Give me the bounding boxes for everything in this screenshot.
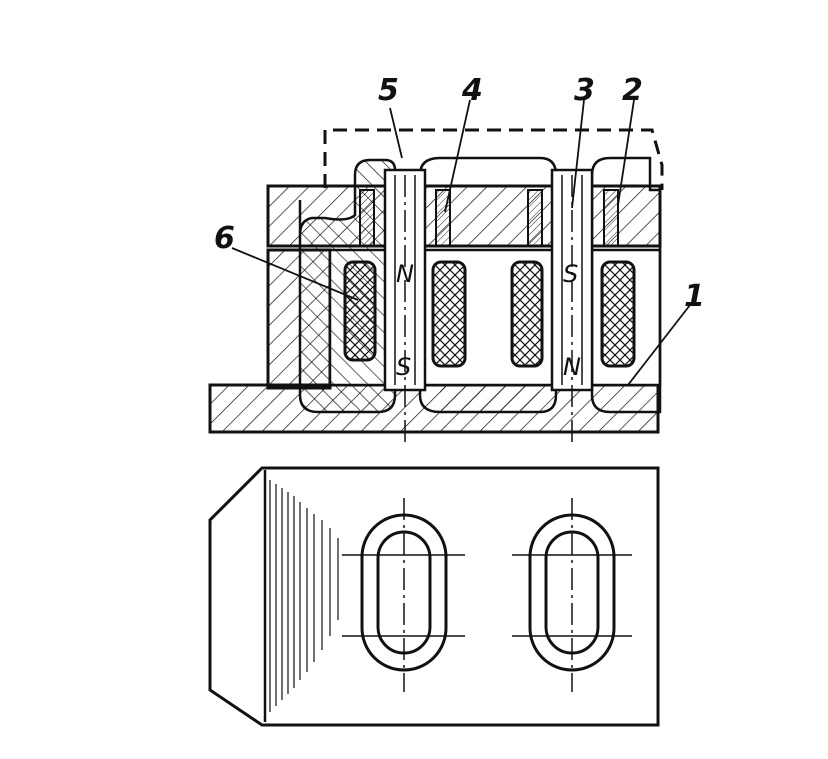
label-1: 1 (684, 279, 705, 314)
plan-view (208, 466, 660, 727)
insert-right-b (603, 189, 619, 247)
pole-right-bottom: N (563, 353, 581, 381)
plan-outline (208, 466, 660, 727)
label-6: 6 (214, 221, 235, 256)
label-2: 2 (622, 73, 643, 108)
label-4: 4 (461, 73, 483, 108)
right-yoke (590, 156, 662, 414)
coil-4 (600, 260, 636, 368)
center-bridge (418, 156, 558, 414)
pole-left-bottom: S (396, 353, 411, 381)
section-view: N S S N 5 4 3 2 6 1 (208, 73, 705, 445)
leader-2 (617, 99, 635, 206)
left-oval-slot (342, 498, 465, 692)
leader-1 (627, 304, 691, 386)
dashed-contour (323, 128, 664, 190)
leader-6 (231, 247, 359, 301)
leader-5 (389, 107, 403, 159)
coil-3 (510, 260, 544, 368)
label-3: 3 (574, 73, 595, 108)
coil-2 (431, 260, 467, 368)
label-5: 5 (378, 73, 399, 108)
right-oval-slot (512, 498, 632, 692)
leader-3 (571, 99, 585, 209)
insert-right-a (527, 189, 543, 247)
pole-right-top: S (563, 260, 578, 288)
coil-1 (343, 260, 377, 362)
shading-strokes (269, 480, 339, 712)
insert-left-a (359, 189, 375, 247)
pole-left-top: N (396, 260, 414, 288)
leader-4 (444, 99, 471, 213)
